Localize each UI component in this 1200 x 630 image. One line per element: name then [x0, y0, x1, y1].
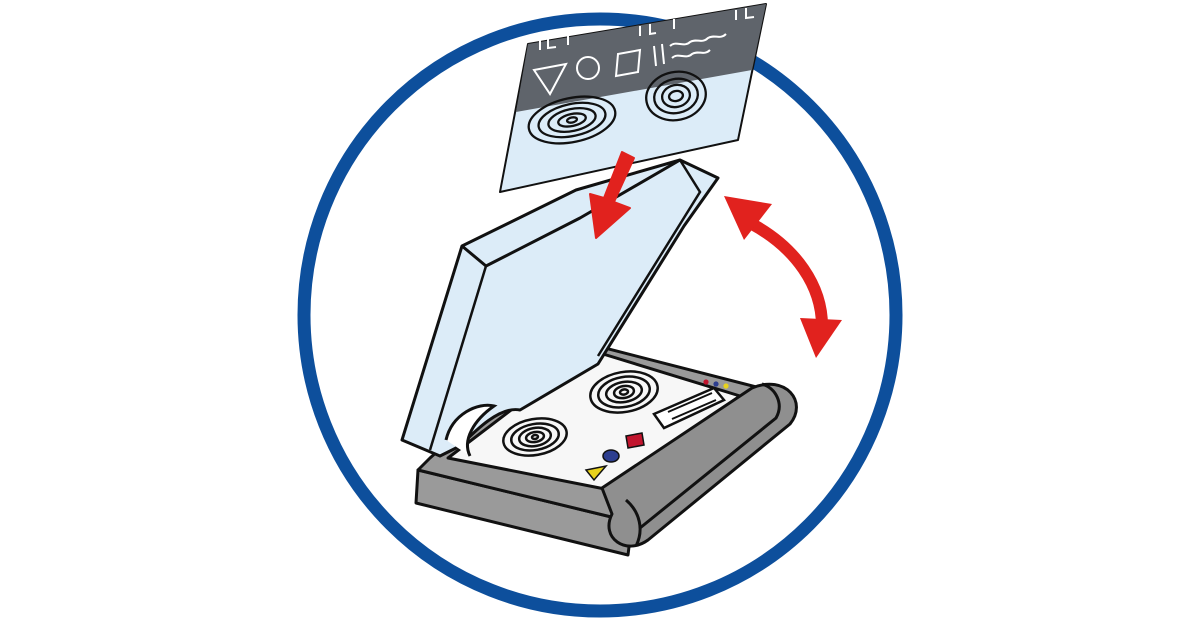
lid-fold-left [461, 158, 681, 268]
curved-arrow-shaft [749, 218, 828, 327]
triangle-symbol-icon [532, 62, 568, 96]
red-square-icon [625, 432, 645, 449]
band-scribble-2 [671, 49, 711, 59]
device-indicator-2 [713, 381, 719, 387]
insert-arrow-shape [589, 151, 635, 239]
curved-arrow-head-top [724, 196, 772, 240]
device-fingerprint-small [502, 417, 568, 457]
lid-hinge [444, 403, 498, 457]
insert-arrow-icon [589, 151, 635, 239]
circle-symbol-icon [576, 56, 600, 80]
card-band-symbols [532, 8, 755, 96]
blue-circle-icon [602, 449, 620, 463]
device-roller-end [624, 498, 642, 547]
device-front-roller [600, 382, 798, 548]
curved-arrow-head-bottom [800, 318, 842, 358]
device-roller-seam [639, 382, 781, 530]
card-dark-band [516, 4, 766, 112]
scan-card-icon [499, 3, 767, 193]
device-indicator-1 [703, 379, 709, 385]
square-symbol-icon [614, 48, 642, 78]
device-display-lines [667, 392, 717, 420]
curved-double-arrow-icon [724, 196, 842, 358]
device-indicator-3 [723, 383, 729, 389]
lid-fold-right [596, 159, 702, 357]
circle-frame-icon [297, 12, 903, 618]
card-fingerprint-left [527, 95, 617, 145]
lid-fold-edge [428, 265, 488, 451]
band-divider [653, 43, 665, 67]
card-fingerprint-right [645, 70, 707, 122]
band-scribble-1 [669, 33, 727, 47]
yellow-triangle-icon [584, 464, 608, 482]
device-display-panel [652, 386, 726, 430]
device-fingerprint-large [589, 370, 659, 414]
band-tick-marks [539, 8, 755, 50]
